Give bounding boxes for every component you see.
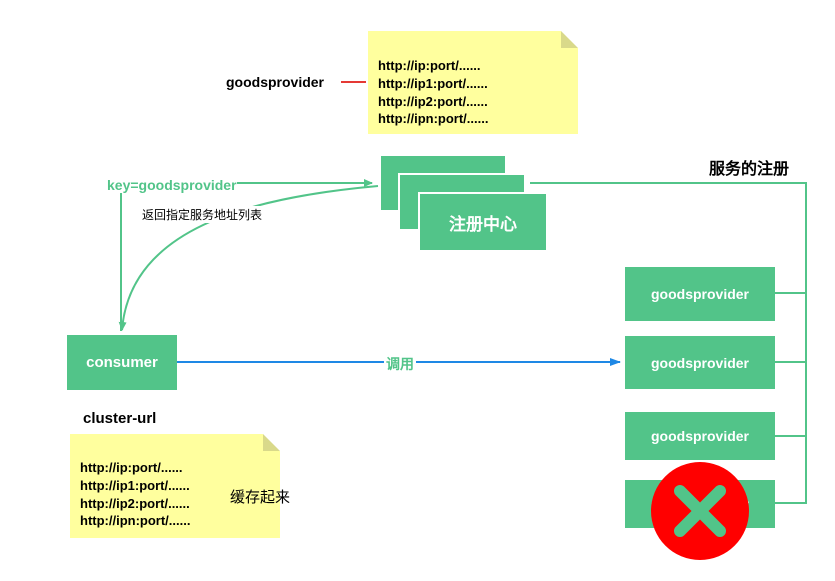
note-line: http://ip1:port/...... [80,478,190,493]
cache-label: 缓存起来 [230,489,291,506]
key-label: key=goodsprovider [107,177,237,193]
registry-label: 注册中心 [449,214,517,234]
return-arrow [118,185,379,331]
provider-box: goodsprovider [625,412,775,460]
note-line: http://ip:port/...... [378,58,481,73]
note-line: http://ip2:port/...... [80,496,190,511]
consumer-box: consumer [67,335,177,390]
registration-line [530,182,807,504]
note-line: http://ip1:port/...... [378,76,488,91]
address-list-note: http://ip:port/...... http://ip1:port/..… [368,31,578,134]
provider-box: goodsprovider [625,267,775,321]
provider-name-label: goodsprovider [226,74,325,90]
provider-label: goodsprovider [650,428,749,444]
return-label: 返回指定服务地址列表 [142,206,263,223]
consumer-label: consumer [86,354,158,371]
cache-note: http://ip:port/...... http://ip1:port/..… [70,434,280,538]
provider-label: goodsprovider [650,286,749,302]
note-fold [561,31,578,48]
registry-center: 注册中心 [418,192,548,252]
note-fold [263,434,280,451]
failure-x-icon [651,462,749,560]
note-line: http://ip2:port/...... [378,94,488,109]
provider-label: goodsprovider [650,354,749,371]
registration-label: 服务的注册 [709,161,790,178]
provider-box: goodsprovider [625,336,775,389]
cluster-url-label: cluster-url [83,410,157,427]
note-line: http://ipn:port/...... [80,513,191,528]
note-line: http://ipn:port/...... [378,111,489,126]
call-label: 调用 [384,354,416,374]
note-line: http://ip:port/...... [80,460,183,475]
